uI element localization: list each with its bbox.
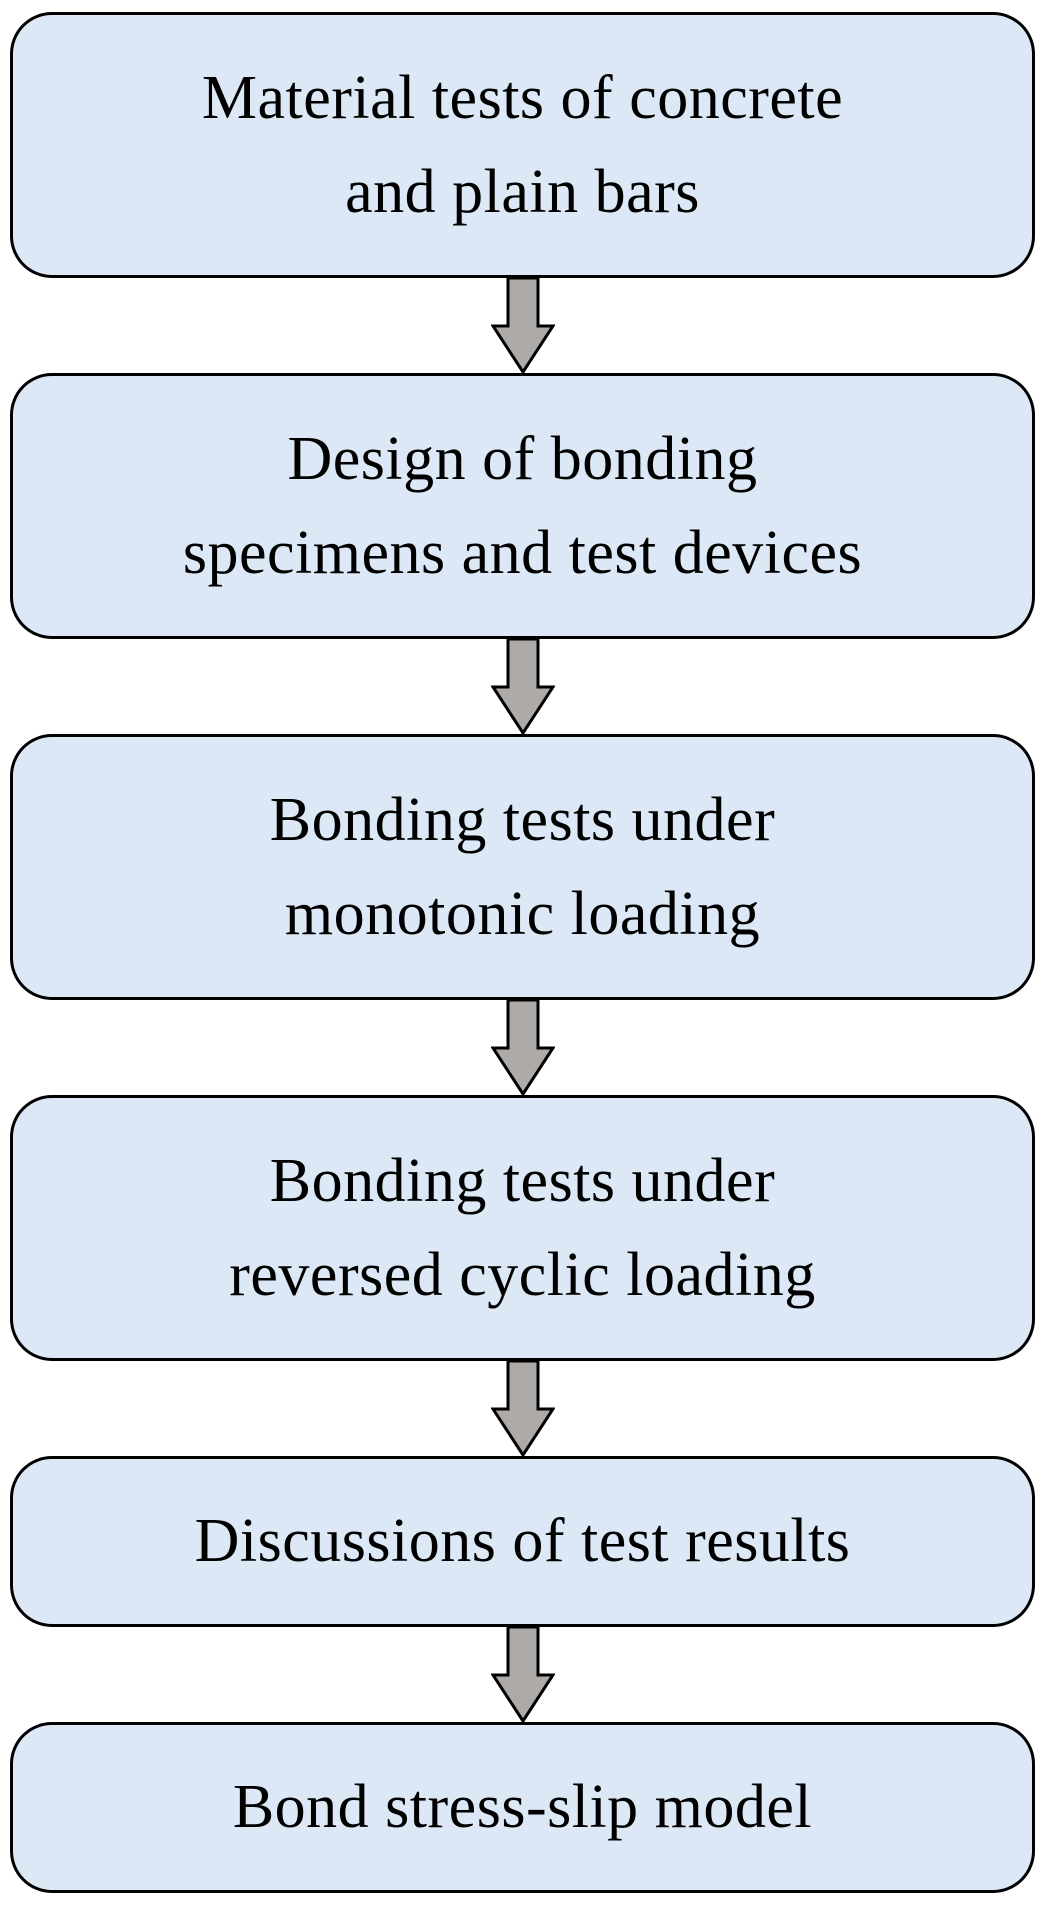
flow-step-label: Bonding tests under reversed cyclic load… <box>229 1146 816 1309</box>
flow-step-label: Design of bonding specimens and test dev… <box>182 424 863 587</box>
flow-step-design-specimens: Design of bonding specimens and test dev… <box>10 373 1035 639</box>
flow-step-discussions: Discussions of test results <box>10 1456 1035 1627</box>
flow-step-material-tests: Material tests of concrete and plain bar… <box>10 12 1035 278</box>
down-arrow-icon <box>490 278 555 373</box>
flow-step-bond-model: Bond stress-slip model <box>10 1722 1035 1893</box>
down-arrow-icon <box>490 1000 555 1095</box>
flow-step-label: Discussions of test results <box>194 1507 851 1576</box>
flow-step-label: Material tests of concrete and plain bar… <box>201 63 844 226</box>
flow-step-label: Bonding tests under monotonic loading <box>269 785 776 948</box>
flow-step-monotonic-tests: Bonding tests under monotonic loading <box>10 734 1035 1000</box>
down-arrow-icon <box>490 639 555 734</box>
flow-step-label: Bond stress-slip model <box>232 1773 813 1842</box>
down-arrow-icon <box>490 1627 555 1722</box>
down-arrow-icon <box>490 1361 555 1456</box>
flow-step-cyclic-tests: Bonding tests under reversed cyclic load… <box>10 1095 1035 1361</box>
